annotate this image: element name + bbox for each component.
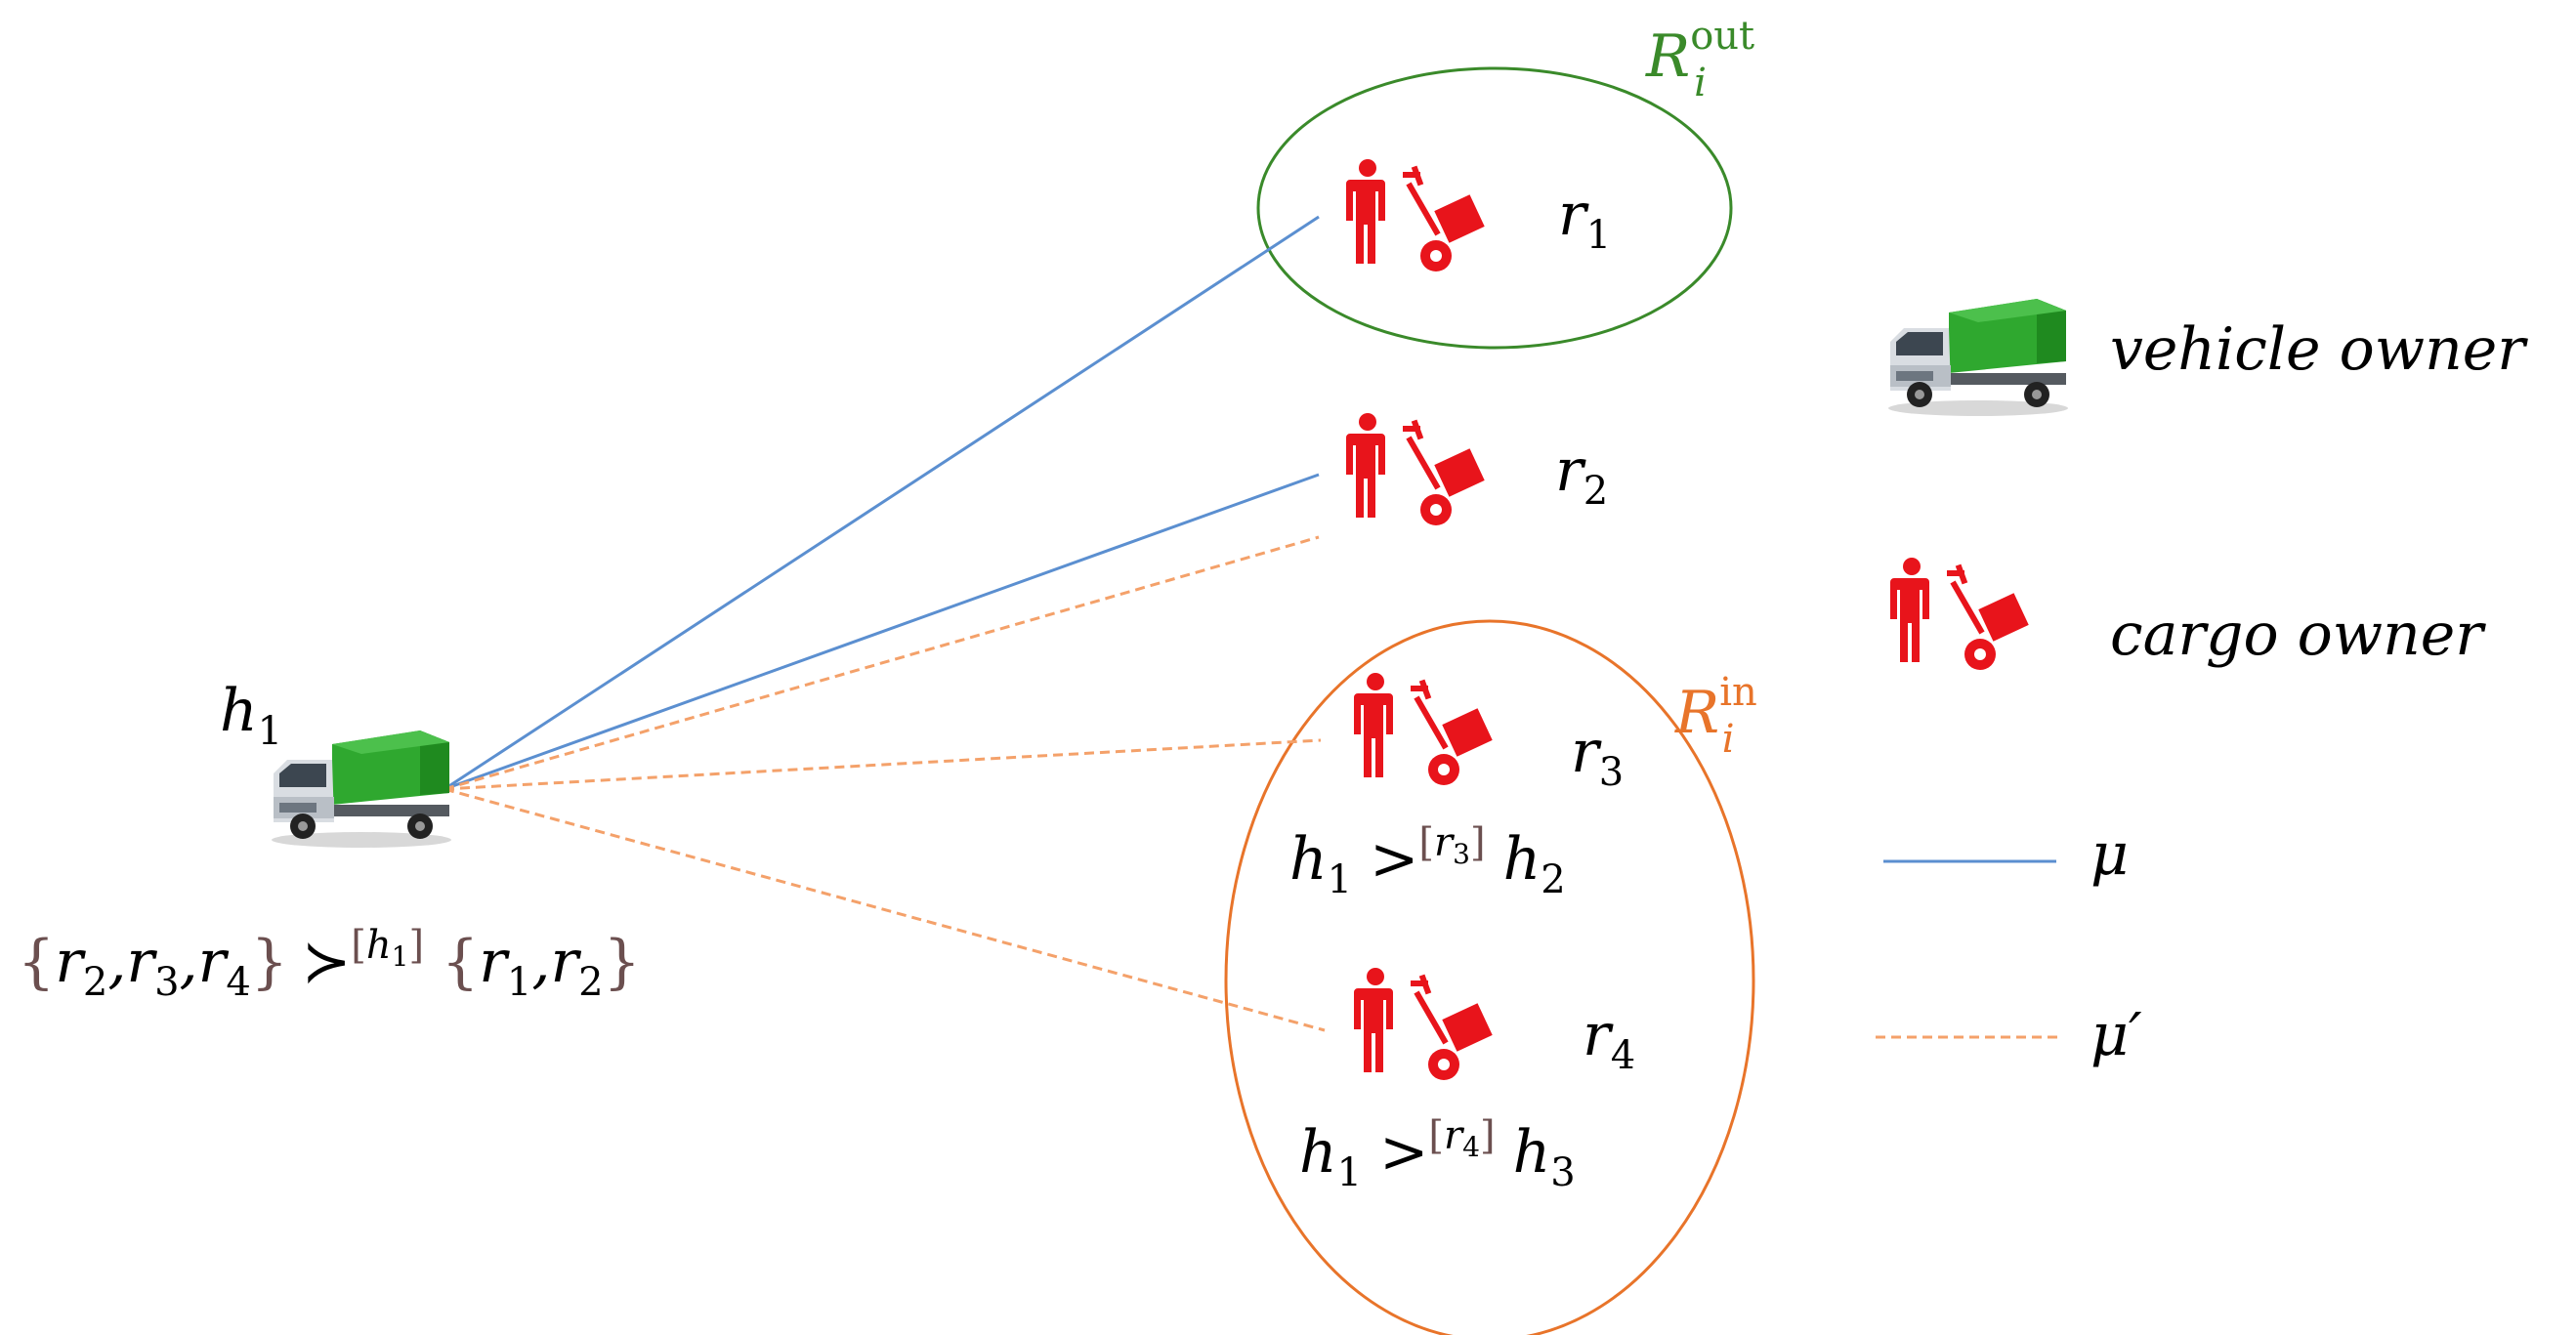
legend-mu-label: μ bbox=[2090, 820, 2129, 889]
preference-r4: h1>[r4]h3 bbox=[1299, 1113, 1576, 1195]
cargo-owner-icon-r1 bbox=[1346, 159, 1485, 271]
legend-cargo-owner: cargo owner bbox=[2110, 601, 2486, 669]
truck-icon bbox=[272, 730, 451, 848]
cargo-label-r1: r1 bbox=[1558, 181, 1611, 258]
legend-cargo-icon bbox=[1890, 558, 2029, 670]
cargo-owner-icon-r3 bbox=[1354, 673, 1493, 785]
mu-edge-r1 bbox=[443, 215, 1320, 791]
vehicle-label: h1 bbox=[220, 677, 282, 754]
cargo-label-r3: r3 bbox=[1571, 718, 1624, 795]
preference-r3: h1>[r3]h2 bbox=[1289, 820, 1566, 902]
cargo-owner-icon-r4 bbox=[1354, 968, 1493, 1080]
legend-vehicle-owner: vehicle owner bbox=[2110, 315, 2528, 384]
set-out-ellipse bbox=[1256, 66, 1733, 350]
truck-preference: {r2,r3,r4}≻[h1]{r1,r2} bbox=[18, 923, 641, 1005]
cargo-owner-icon-r2 bbox=[1346, 413, 1485, 525]
mu-prime-edge-r3 bbox=[443, 738, 1322, 791]
mu-prime-edge-r2 bbox=[443, 535, 1320, 791]
cargo-label-r2: r2 bbox=[1555, 437, 1608, 514]
legend-mu-prime-label: μ′ bbox=[2090, 1001, 2142, 1069]
mu-prime-edge-r4 bbox=[443, 787, 1326, 1032]
mu-edge-r2 bbox=[443, 473, 1320, 791]
set-in-ellipse bbox=[1224, 619, 1755, 1335]
legend-truck-icon bbox=[1888, 299, 2068, 416]
cargo-label-r4: r4 bbox=[1583, 1001, 1635, 1078]
